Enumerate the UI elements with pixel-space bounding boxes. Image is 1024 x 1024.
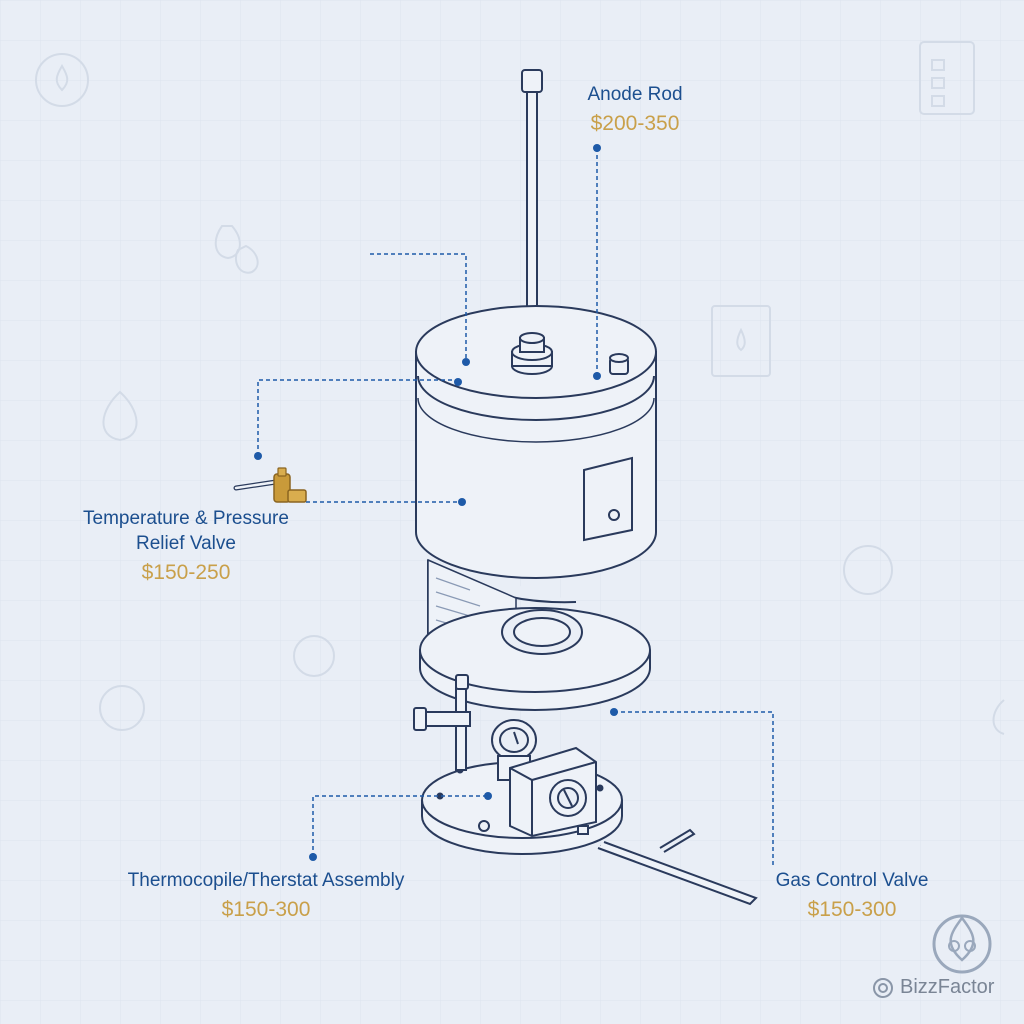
access-panel <box>583 456 633 542</box>
part-name: Anode Rod <box>587 84 683 105</box>
label-tp-relief-valve: Temperature & Pressure Relief Valve $150… <box>56 508 316 585</box>
leader-dots <box>254 144 618 861</box>
leader-lines <box>257 148 774 868</box>
leader-top <box>370 253 467 362</box>
gas-control-valve <box>413 674 758 906</box>
leader-thermo <box>312 795 488 857</box>
label-thermocouple-assembly: Thermocopile/Therstat Assembly $150-300 <box>96 870 436 922</box>
part-price: $150-250 <box>141 560 231 584</box>
leader-gas <box>614 711 774 868</box>
combustion-chamber <box>419 607 651 711</box>
brand-emblem-icon <box>932 914 992 974</box>
part-name-line-2: Relief Valve <box>136 532 236 554</box>
label-anode-rod: Anode Rod $200-350 <box>560 84 710 136</box>
part-price: $150-300 <box>221 897 311 921</box>
brand-name: BizzFactor <box>900 976 995 998</box>
background-icons <box>35 41 1005 735</box>
brand-mark-icon <box>873 977 893 998</box>
tank-top-fittings <box>511 332 629 375</box>
tp-relief-valve-icon <box>233 467 307 503</box>
part-price: $200-350 <box>590 111 680 135</box>
label-gas-control-valve: Gas Control Valve $150-300 <box>752 870 952 922</box>
part-name-line-1: Temperature & Pressure <box>83 508 289 529</box>
part-name: Gas Control Valve <box>775 870 929 891</box>
part-price: $150-300 <box>807 897 897 921</box>
part-name: Thermocopile/Therstat Assembly <box>127 870 405 891</box>
brand-logo: BizzFactor <box>872 976 994 999</box>
